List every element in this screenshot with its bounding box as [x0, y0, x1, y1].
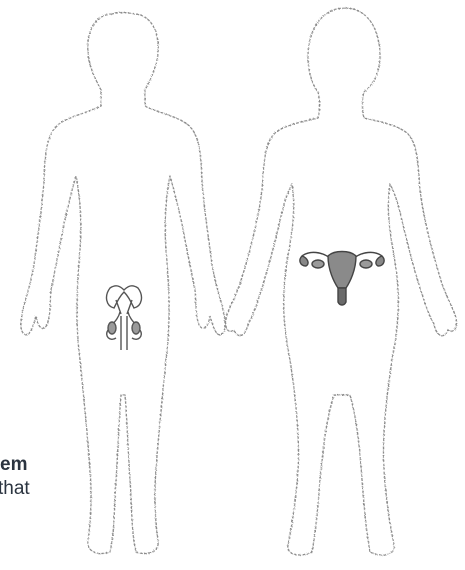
male-reproductive-organs-icon	[107, 286, 142, 350]
male-figure	[21, 13, 225, 554]
female-figure	[225, 8, 456, 555]
cutoff-text-line-2: that	[0, 478, 30, 500]
male-body-outline	[21, 13, 225, 554]
cutoff-text-line-1: em	[0, 454, 27, 476]
female-reproductive-organs-icon	[300, 252, 384, 306]
